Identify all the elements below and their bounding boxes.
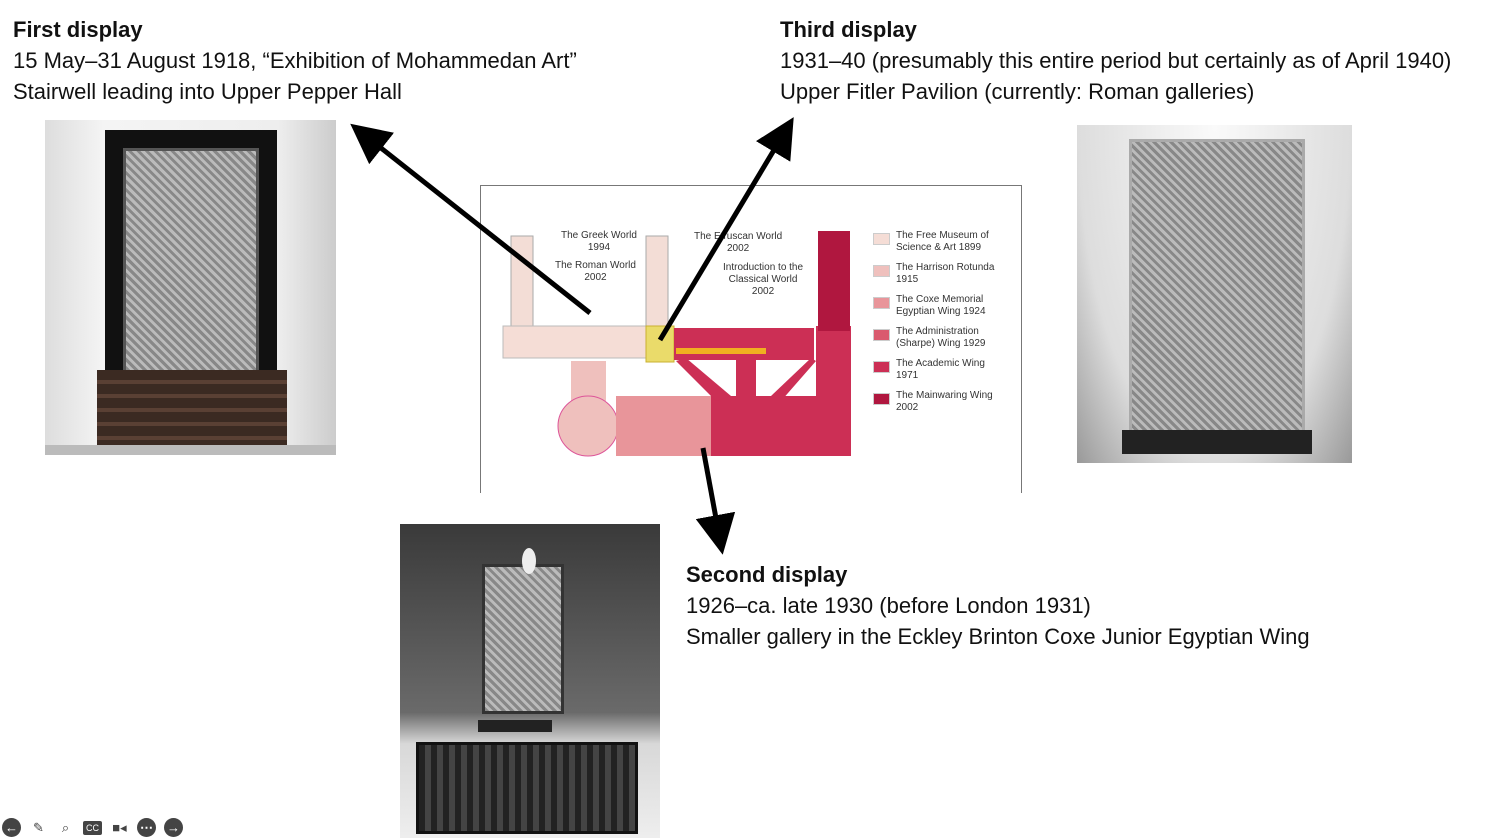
- third-display-dates: 1931–40 (presumably this entire period b…: [780, 48, 1452, 73]
- legend-swatch: [873, 265, 890, 277]
- legend-label-2: (Sharpe) Wing 1929: [896, 338, 986, 349]
- first-display-photo: [45, 120, 336, 455]
- legend-swatch: [873, 393, 890, 405]
- first-display-title: First display: [13, 17, 143, 42]
- legend-label: The Free Museum of: [896, 230, 989, 241]
- legend-swatch: [873, 361, 890, 373]
- legend-label: The Administration: [896, 326, 979, 337]
- video-icon[interactable]: ■◂: [112, 819, 127, 835]
- legend-label: The Academic Wing: [896, 358, 985, 369]
- legend-item: The Administration(Sharpe) Wing 1929: [873, 326, 994, 350]
- cc-icon[interactable]: CC: [83, 820, 102, 835]
- second-display-photo: [400, 524, 660, 838]
- legend-label-2: 1971: [896, 370, 919, 381]
- first-display-dates: 15 May–31 August 1918, “Exhibition of Mo…: [13, 48, 577, 73]
- third-display-location: Upper Fitler Pavilion (currently: Roman …: [780, 79, 1255, 104]
- pen-icon[interactable]: ✎: [33, 819, 44, 835]
- presentation-toolbar: ← ✎ ⌕ CC ■◂ ⋯ →: [0, 818, 183, 837]
- second-display-title: Second display: [686, 562, 848, 587]
- first-display-caption: First display 15 May–31 August 1918, “Ex…: [13, 14, 577, 107]
- third-display-photo: [1077, 125, 1352, 463]
- second-display-dates: 1926–ca. late 1930 (before London 1931): [686, 593, 1091, 618]
- legend-label: The Mainwaring Wing: [896, 390, 993, 401]
- legend-swatch: [873, 233, 890, 245]
- legend-label-2: Science & Art 1899: [896, 242, 982, 253]
- first-display-location: Stairwell leading into Upper Pepper Hall: [13, 79, 402, 104]
- legend-label-2: 1915: [896, 274, 919, 285]
- legend-swatch: [873, 329, 890, 341]
- second-display-caption: Second display 1926–ca. late 1930 (befor…: [686, 559, 1310, 652]
- legend-label-2: 2002: [896, 402, 919, 413]
- legend-label-2: Egyptian Wing 1924: [896, 306, 986, 317]
- more-icon[interactable]: ⋯: [137, 818, 156, 837]
- back-icon[interactable]: ←: [2, 818, 21, 837]
- third-display-caption: Third display 1931–40 (presumably this e…: [780, 14, 1451, 107]
- legend-swatch: [873, 297, 890, 309]
- legend-label: The Coxe Memorial: [896, 294, 984, 305]
- forward-icon[interactable]: →: [164, 818, 183, 837]
- search-icon[interactable]: ⌕: [61, 819, 70, 835]
- third-display-title: Third display: [780, 17, 917, 42]
- second-display-location: Smaller gallery in the Eckley Brinton Co…: [686, 624, 1310, 649]
- legend-label: The Harrison Rotunda: [896, 262, 995, 273]
